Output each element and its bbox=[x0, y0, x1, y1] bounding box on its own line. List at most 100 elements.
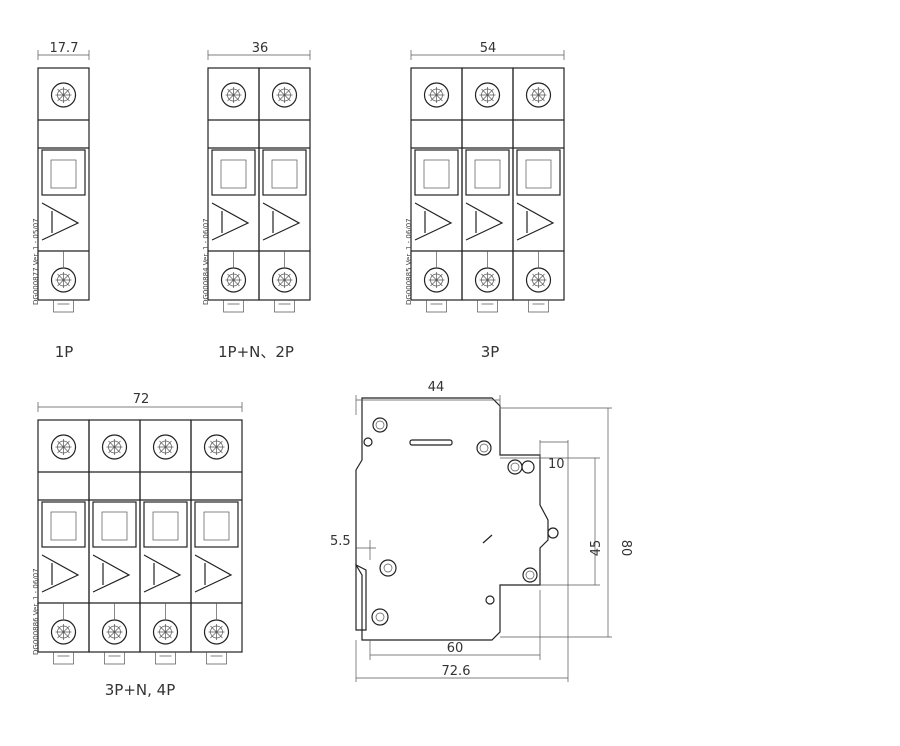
toggle-handle bbox=[143, 501, 188, 548]
breaker-4p bbox=[37, 402, 243, 665]
trip-indicator-triangle bbox=[262, 202, 301, 241]
top-terminal-screw bbox=[423, 82, 450, 108]
drawing-code-1p: DG000877 Ver. 1 - 05/07 bbox=[32, 218, 40, 305]
top-terminal-screw bbox=[50, 434, 77, 460]
bottom-terminal-screw-star bbox=[428, 272, 445, 288]
trip-indicator-triangle bbox=[211, 202, 250, 241]
dim-depth: 72.6 bbox=[442, 664, 471, 679]
top-terminal-screw bbox=[474, 82, 501, 108]
toggle-window bbox=[271, 159, 298, 189]
bottom-terminal-screw-star bbox=[530, 272, 547, 288]
trip-indicator-triangle bbox=[92, 554, 131, 593]
pole-divider bbox=[140, 471, 191, 604]
dim-din-offset: 5.5 bbox=[330, 534, 351, 549]
caption-1p: 1P bbox=[55, 343, 74, 361]
width-dimension-line bbox=[37, 402, 243, 412]
top-terminal-screw-star bbox=[157, 439, 174, 455]
bottom-terminal-screw-star bbox=[55, 624, 72, 640]
bottom-terminal-screw-star bbox=[225, 272, 242, 288]
pole-divider bbox=[38, 471, 89, 604]
dim-mid-height: 45 bbox=[589, 540, 604, 557]
dim-inner: 10 bbox=[548, 457, 565, 472]
pole-divider bbox=[462, 119, 513, 252]
top-terminal-screw-star bbox=[55, 439, 72, 455]
toggle-handle bbox=[414, 149, 459, 196]
pole-divider bbox=[208, 119, 259, 252]
pole bbox=[258, 67, 311, 313]
width-label-1p: 17.7 bbox=[50, 41, 79, 56]
trip-indicator-triangle bbox=[194, 554, 233, 593]
toggle-handle bbox=[92, 501, 137, 548]
dim-height: 80 bbox=[618, 540, 633, 557]
drawing-code-2p: DG000884 Ver. 1 - 06/07 bbox=[202, 218, 210, 305]
pole-divider bbox=[191, 471, 242, 604]
bottom-terminal-screw-star bbox=[479, 272, 496, 288]
width-label-4p: 72 bbox=[133, 392, 150, 407]
width-label-2p: 36 bbox=[252, 41, 269, 56]
dim-top-width: 44 bbox=[428, 380, 445, 395]
drawing-code-4p: DG000886 Ver. 1 - 06/07 bbox=[32, 568, 40, 655]
side-view: 44 10 45 80 5.5 60 72.6 bbox=[330, 380, 633, 682]
drawing-code-3p: DG000885 Ver. 1 - 06/07 bbox=[405, 218, 413, 305]
width-dimension-line bbox=[37, 50, 90, 60]
top-terminal-screw-star bbox=[276, 87, 293, 103]
breaker-3p bbox=[410, 50, 565, 313]
din-clip bbox=[206, 652, 227, 665]
top-terminal-screw-star bbox=[55, 87, 72, 103]
pole-body bbox=[190, 419, 243, 653]
toggle-handle bbox=[516, 149, 561, 196]
top-terminal-screw-star bbox=[479, 87, 496, 103]
width-dimension-line bbox=[410, 50, 565, 60]
pole bbox=[207, 67, 260, 313]
width-label-3p: 54 bbox=[480, 41, 497, 56]
din-clip bbox=[223, 300, 244, 313]
trip-indicator-triangle bbox=[414, 202, 453, 241]
din-clip bbox=[477, 300, 498, 313]
toggle-handle bbox=[465, 149, 510, 196]
trip-indicator-triangle bbox=[41, 202, 80, 241]
breaker-1p bbox=[37, 50, 90, 313]
top-terminal-screw bbox=[50, 82, 77, 108]
top-terminal-screw bbox=[101, 434, 128, 460]
trip-indicator-triangle bbox=[143, 554, 182, 593]
din-clip bbox=[155, 652, 176, 665]
top-terminal-screw-star bbox=[225, 87, 242, 103]
pole-body bbox=[512, 67, 565, 301]
toggle-window bbox=[152, 511, 179, 541]
pole-body bbox=[37, 67, 90, 301]
top-terminal-screw bbox=[152, 434, 179, 460]
pole-divider bbox=[89, 471, 140, 604]
pole bbox=[37, 419, 90, 665]
top-terminal-screw-star bbox=[208, 439, 225, 455]
pole-divider bbox=[513, 119, 564, 252]
toggle-window bbox=[423, 159, 450, 189]
caption-3p: 3P bbox=[481, 343, 500, 361]
toggle-handle bbox=[41, 149, 86, 196]
toggle-handle bbox=[41, 501, 86, 548]
din-clip bbox=[528, 300, 549, 313]
top-terminal-screw bbox=[220, 82, 247, 108]
pole-divider bbox=[411, 119, 462, 252]
toggle-window bbox=[220, 159, 247, 189]
trip-indicator-triangle bbox=[516, 202, 555, 241]
pole-body bbox=[258, 67, 311, 301]
toggle-window bbox=[101, 511, 128, 541]
bottom-terminal-screw-star bbox=[208, 624, 225, 640]
din-clip bbox=[53, 652, 74, 665]
toggle-window bbox=[203, 511, 230, 541]
bottom-terminal-screw-star bbox=[55, 272, 72, 288]
top-terminal-screw-star bbox=[530, 87, 547, 103]
toggle-window bbox=[50, 511, 77, 541]
pole bbox=[190, 419, 243, 665]
dim-base: 60 bbox=[447, 641, 464, 656]
trip-indicator-triangle bbox=[465, 202, 504, 241]
top-terminal-screw-star bbox=[106, 439, 123, 455]
width-dimension-line bbox=[207, 50, 311, 60]
bottom-terminal-screw-star bbox=[157, 624, 174, 640]
caption-4p: 3P+N, 4P bbox=[105, 681, 176, 699]
caption-2p: 1P+N、2P bbox=[218, 343, 294, 361]
din-clip bbox=[426, 300, 447, 313]
pole bbox=[461, 67, 514, 313]
pole-divider bbox=[38, 119, 89, 252]
